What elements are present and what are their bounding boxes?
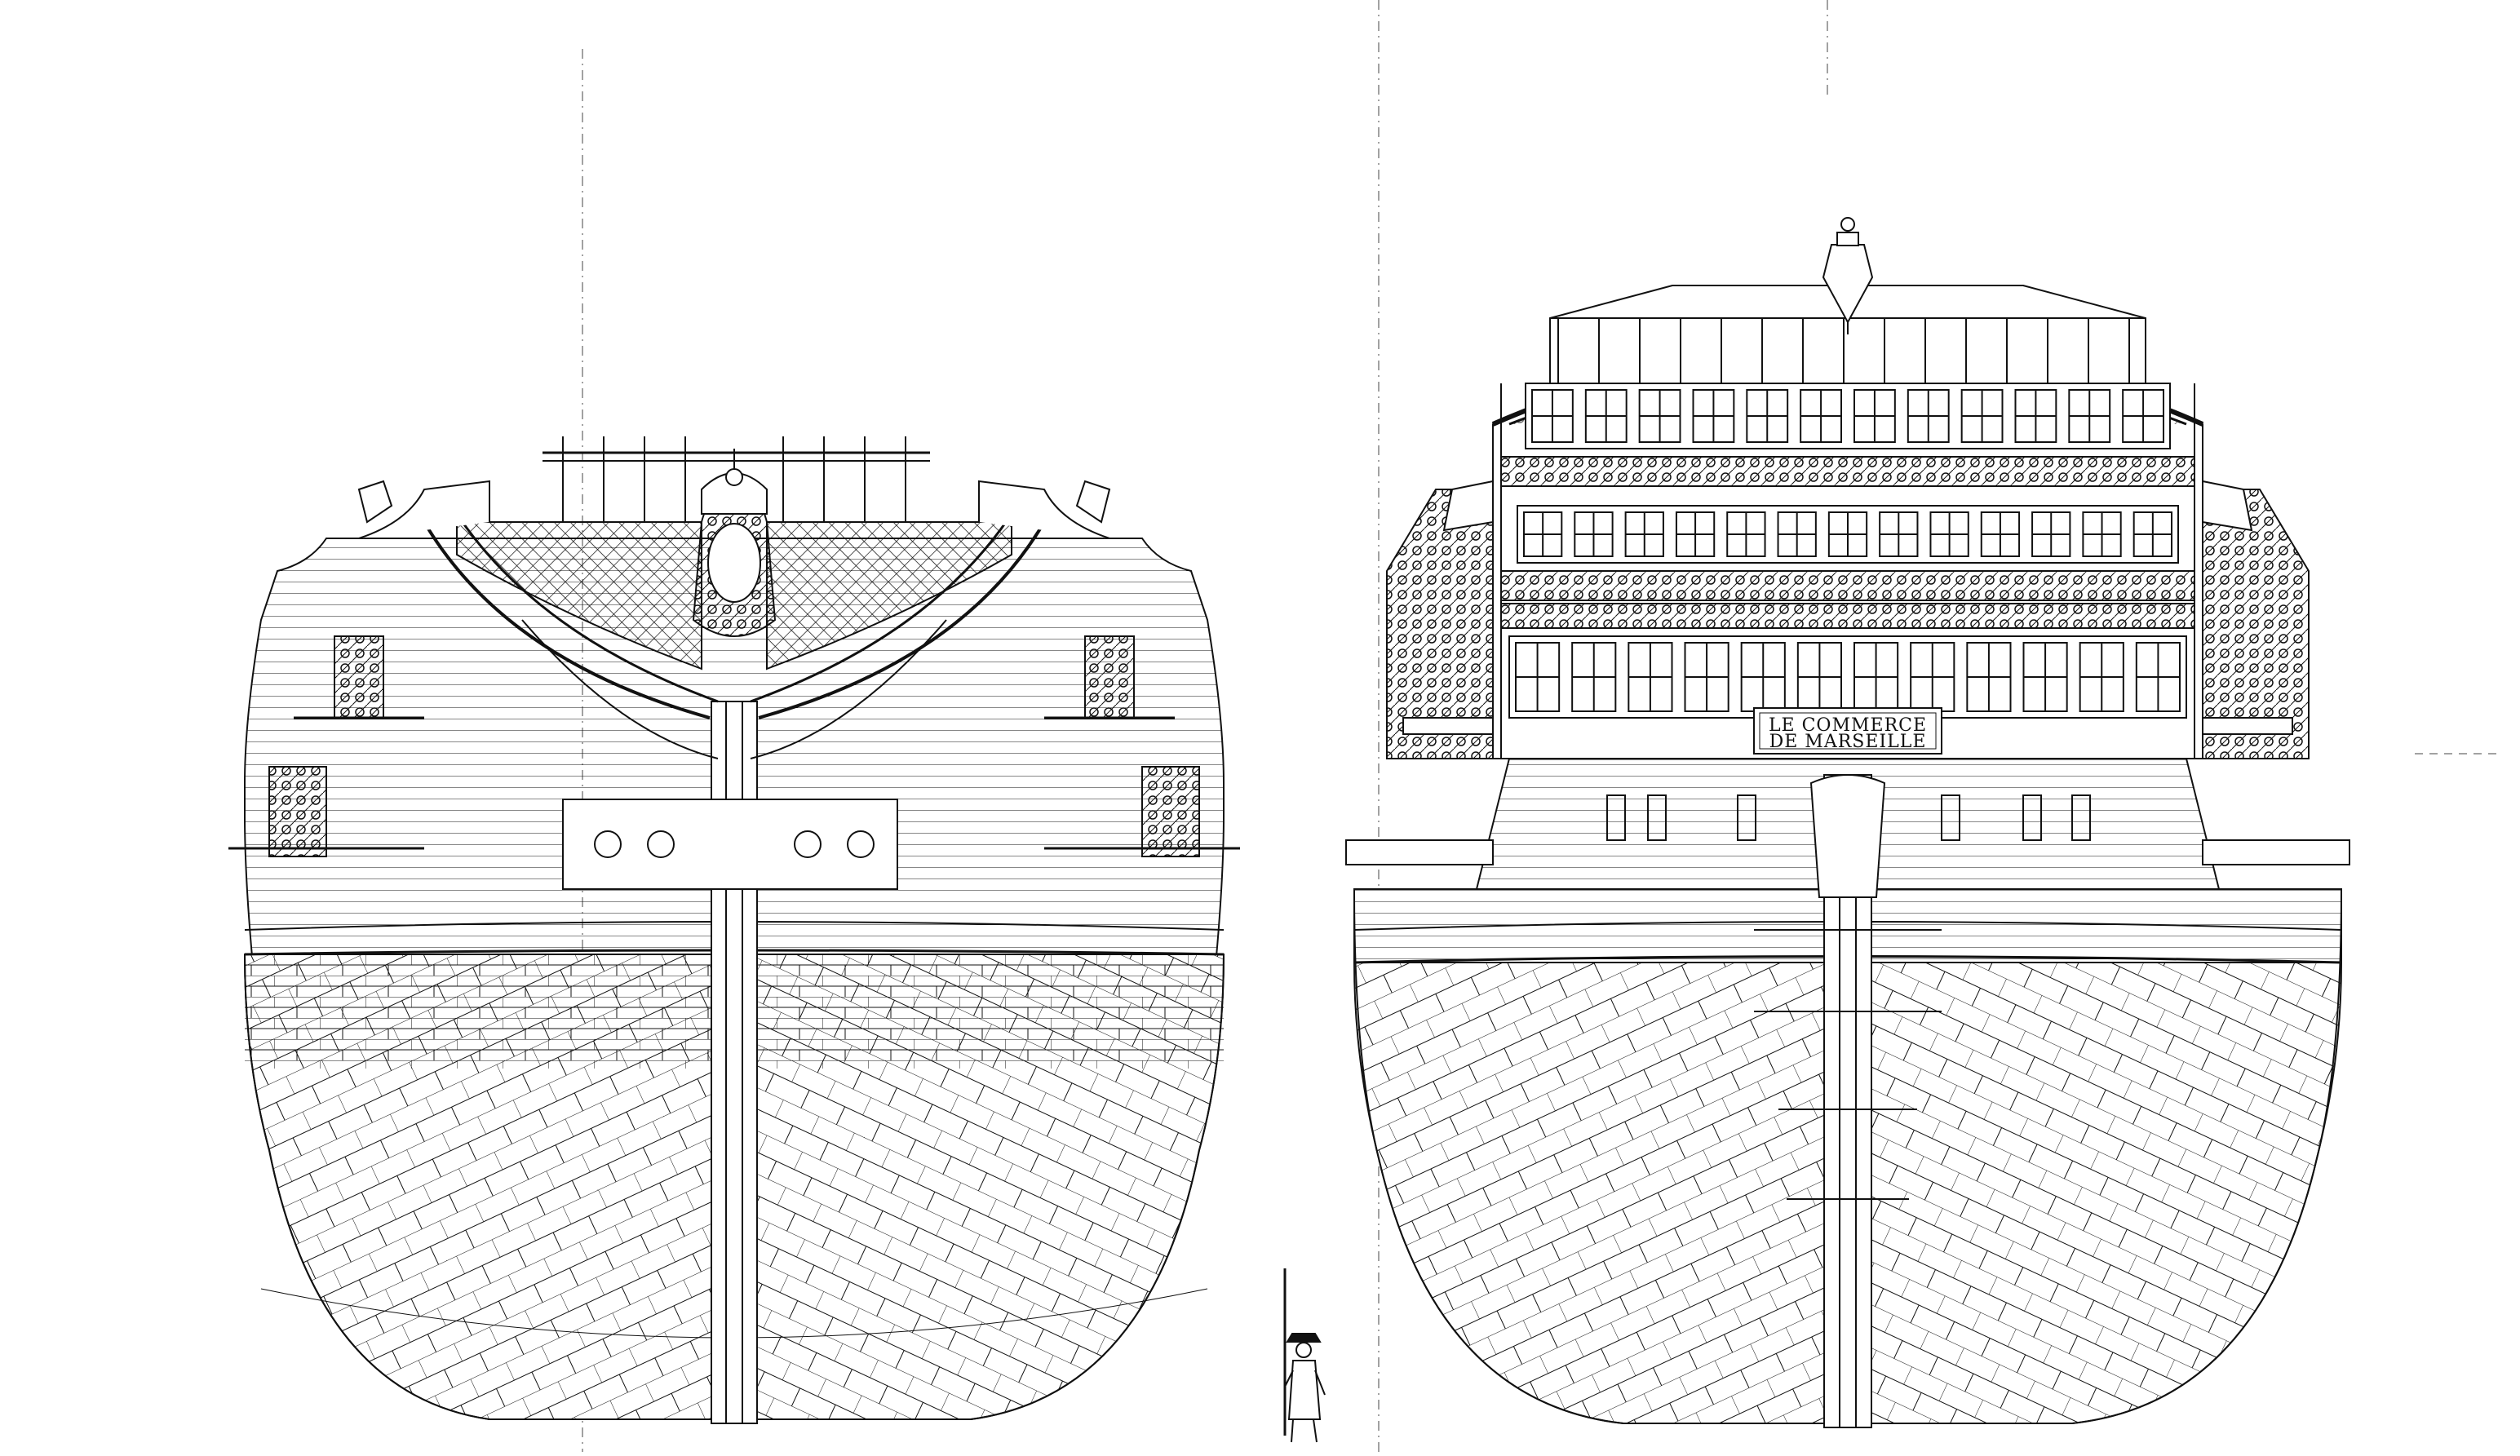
ship-bow-elevation-icon: [228, 436, 1240, 1424]
stern-nameplate: LE COMMERCE DE MARSEILLE: [1753, 707, 1942, 755]
sailor-with-pike-icon: [1283, 1268, 1326, 1443]
ship-stern-elevation-icon: [1345, 217, 2350, 1428]
nameplate-line-2: DE MARSEILLE: [1769, 732, 1927, 752]
stern-windows-top: [1525, 383, 2171, 449]
stern-windows-lower: [1508, 635, 2187, 719]
figurehead: [692, 449, 777, 637]
nameplate-line-1: LE COMMERCE: [1769, 715, 1927, 736]
stern-lantern: [1822, 217, 1874, 334]
